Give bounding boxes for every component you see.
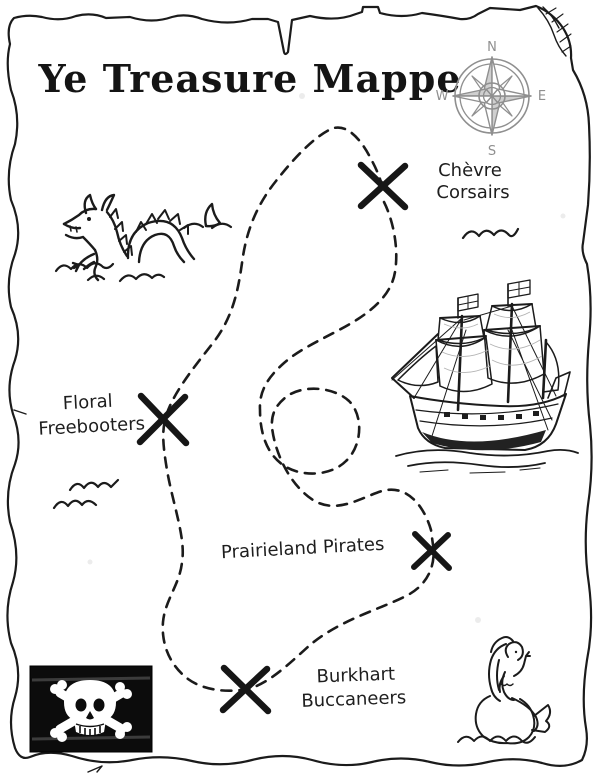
label-burkhart-buccaneers: Burkhart Buccaneers bbox=[301, 664, 407, 712]
label-chevre-line1: Chèvre bbox=[438, 160, 502, 181]
label-floral-freebooters: Floral Freebooters bbox=[38, 391, 146, 440]
label-burkhart-line2: Buccaneers bbox=[301, 687, 407, 712]
treasure-trail bbox=[161, 126, 435, 692]
x-mark-floral bbox=[136, 392, 190, 447]
label-chevre-corsairs: Chèvre Corsairs bbox=[436, 160, 509, 203]
waves-icon-ship bbox=[395, 448, 579, 474]
sea-serpent-icon bbox=[54, 193, 233, 283]
compass-north-label: N bbox=[487, 40, 497, 55]
x-mark-prairieland bbox=[411, 531, 452, 571]
compass-south-label: S bbox=[488, 144, 496, 159]
waves-icon-floral bbox=[52, 478, 120, 510]
skull-icon bbox=[64, 680, 116, 736]
label-burkhart-line1: Burkhart bbox=[316, 664, 395, 688]
pirate-ship-icon bbox=[391, 279, 579, 474]
label-floral-line2: Freebooters bbox=[38, 413, 146, 440]
compass-rose-icon: N S W E bbox=[436, 40, 547, 159]
corner-curl-icon bbox=[537, 6, 572, 57]
torn-paper-border bbox=[6, 4, 593, 773]
ship-flags-icon bbox=[457, 279, 531, 319]
map-title: Ye Treasure Mappe bbox=[37, 56, 461, 101]
waves-icon-mermaid bbox=[457, 735, 536, 744]
mermaid-icon bbox=[457, 636, 552, 745]
compass-east-label: E bbox=[538, 89, 546, 104]
label-chevre-line2: Corsairs bbox=[436, 182, 509, 203]
paper-smudges bbox=[87, 93, 566, 623]
compass-west-label: W bbox=[436, 89, 449, 104]
jolly-roger-flag-icon bbox=[29, 665, 153, 753]
label-floral-line1: Floral bbox=[62, 391, 113, 415]
label-prairieland-pirates: Prairieland Pirates bbox=[221, 534, 385, 564]
x-mark-burkhart bbox=[219, 664, 272, 715]
waves-icon-chevre bbox=[461, 227, 520, 240]
x-mark-chevre bbox=[357, 161, 409, 211]
